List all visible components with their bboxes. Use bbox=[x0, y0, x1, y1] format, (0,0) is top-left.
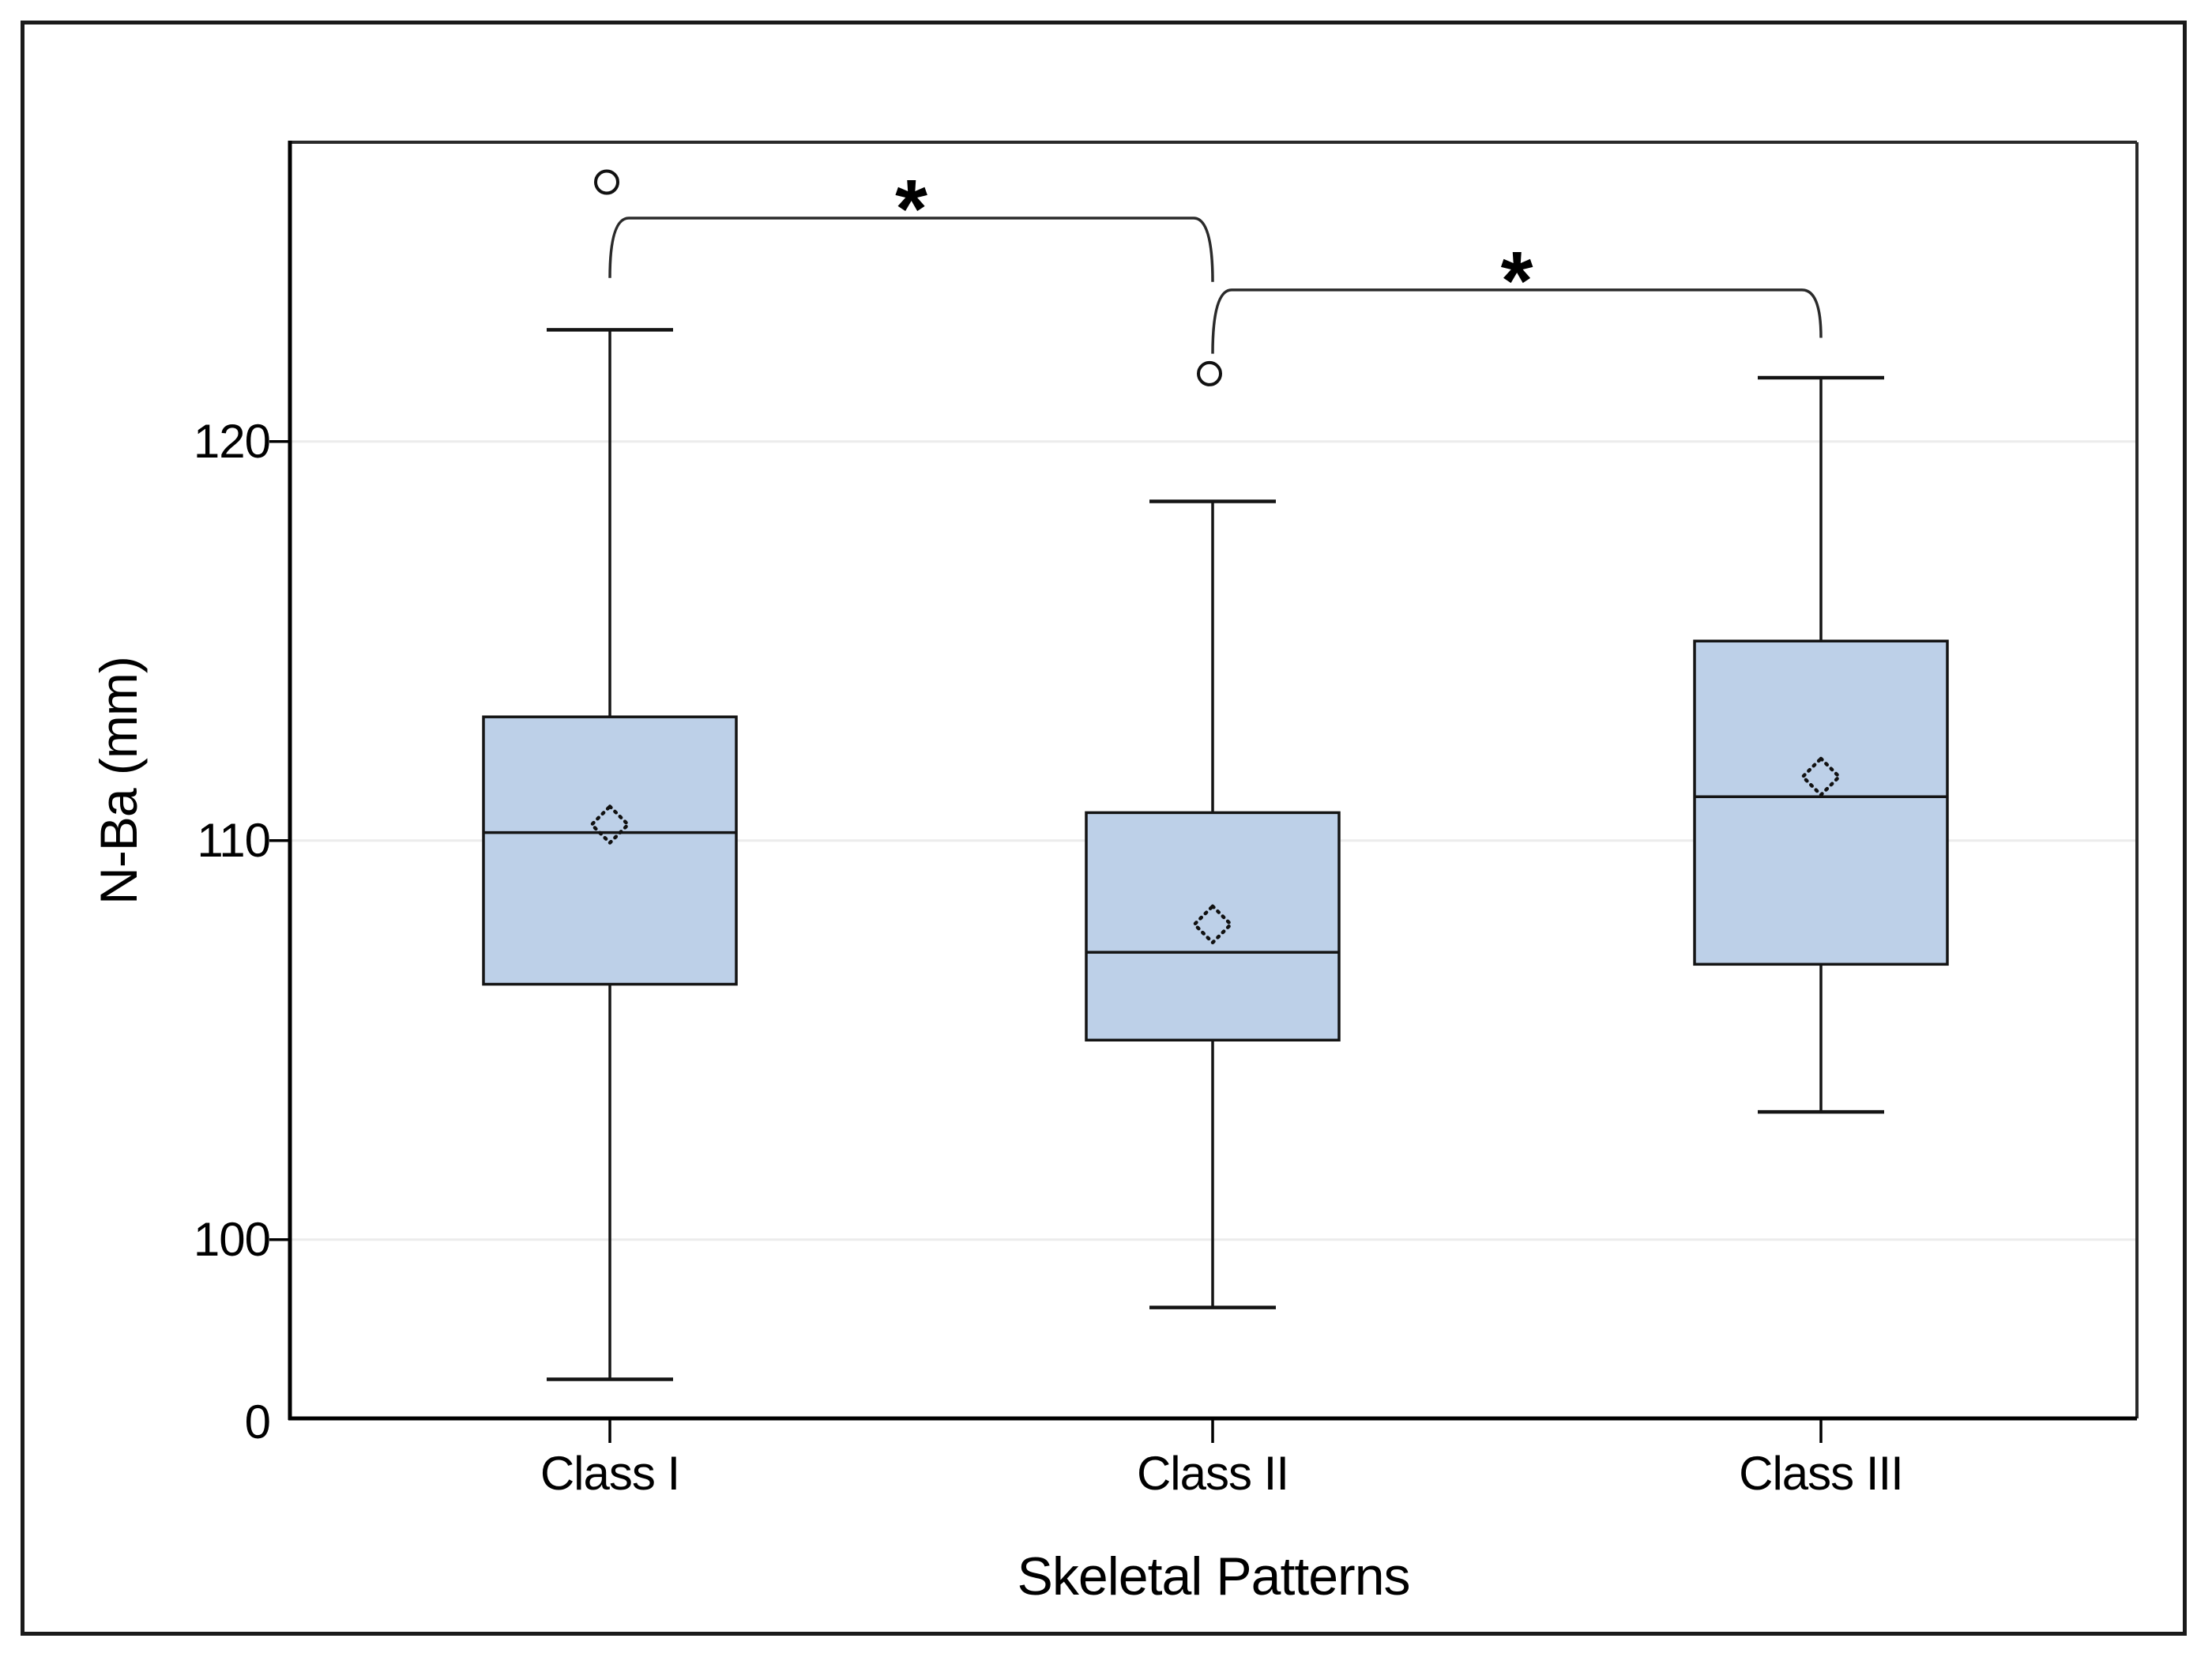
y-tick-label-100: 100 bbox=[193, 1212, 271, 1266]
x-category-label-class-i: Class I bbox=[540, 1447, 680, 1500]
mean-diamond-class-iii bbox=[1800, 755, 1842, 798]
figure-border bbox=[21, 21, 2187, 1636]
mean-diamond-class-i bbox=[589, 804, 631, 846]
y-axis-title: N-Ba (mm) bbox=[89, 657, 148, 905]
y-tick-label-110: 110 bbox=[197, 813, 271, 867]
box-class-iii bbox=[1693, 639, 1949, 966]
x-axis-title: Skeletal Patterns bbox=[1017, 1546, 1410, 1606]
significance-bracket-2 bbox=[1211, 288, 1823, 354]
outlier-circle-class-ii-0 bbox=[1197, 360, 1222, 386]
x-category-label-class-iii: Class III bbox=[1739, 1447, 1904, 1500]
significance-asterisk-1: * bbox=[895, 162, 927, 255]
x-category-label-class-ii: Class II bbox=[1136, 1447, 1289, 1500]
y-tick-label-120: 120 bbox=[193, 414, 271, 468]
y-tick-label-0: 0 bbox=[244, 1395, 271, 1448]
outlier-circle-class-i-0 bbox=[594, 169, 619, 195]
significance-asterisk-2: * bbox=[1500, 234, 1533, 327]
box-class-ii bbox=[1085, 811, 1341, 1042]
mean-diamond-class-ii bbox=[1191, 903, 1234, 945]
significance-bracket-1 bbox=[608, 217, 1214, 282]
box-class-i bbox=[482, 715, 738, 986]
